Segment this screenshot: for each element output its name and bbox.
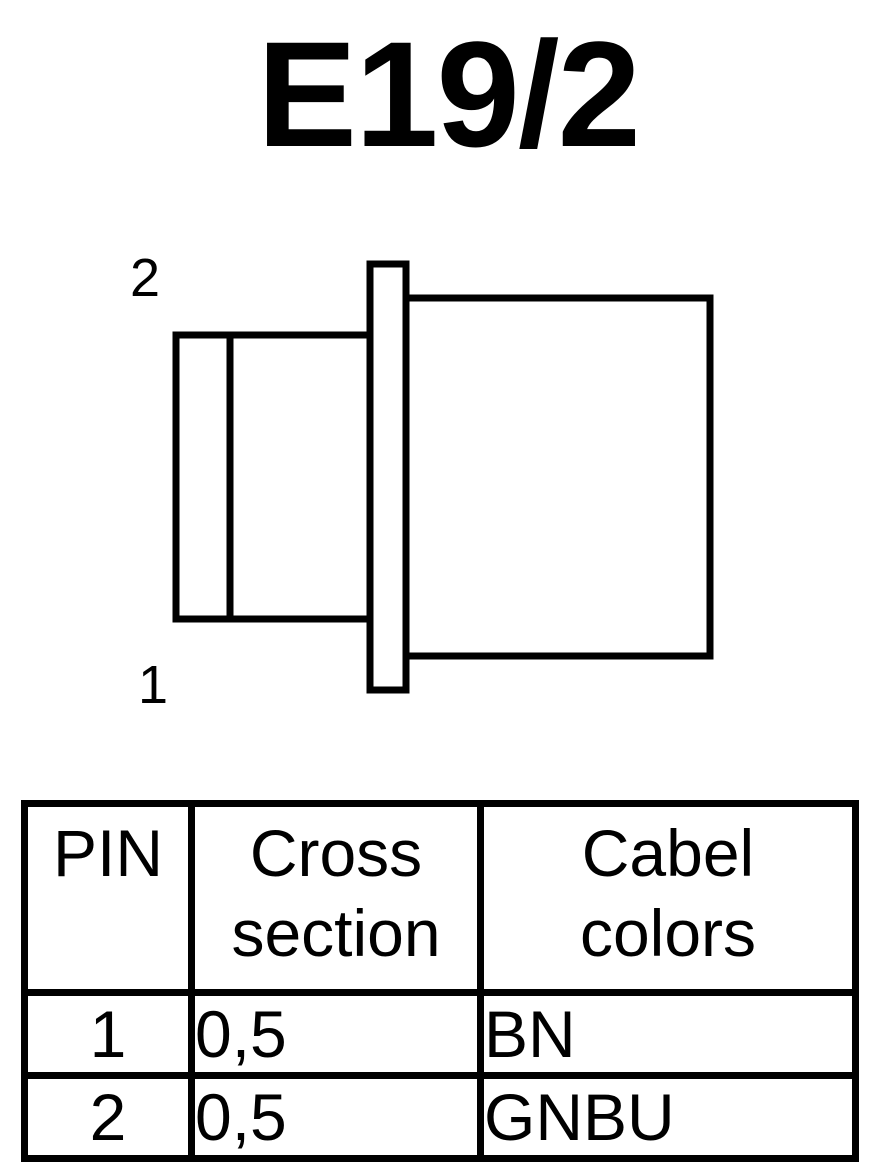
- row-pin: 2: [21, 1072, 195, 1162]
- header-cross-line2: section: [231, 896, 441, 970]
- header-cable-colors: Cabel colors: [477, 800, 859, 996]
- table-row: 2 0,5 GNBU: [21, 1072, 859, 1162]
- header-pin: PIN: [21, 800, 195, 996]
- pin-label-top: 2: [130, 248, 160, 308]
- row-cable-color: BN: [477, 989, 859, 1079]
- connector-diagram: 2 1: [130, 248, 714, 715]
- row-cross-section: 0,5: [188, 989, 484, 1079]
- plug-front-body: [172, 331, 374, 623]
- pin-label-bottom: 1: [138, 655, 168, 715]
- connector-flange: [366, 260, 410, 694]
- pin-table: PIN Cross section Cabel colors 1 0,5 BN …: [21, 800, 859, 1162]
- header-pin-label: PIN: [52, 816, 164, 890]
- connector-housing: [402, 294, 714, 660]
- header-cross-line1: Cross: [249, 816, 423, 890]
- header-cross-section: Cross section: [188, 800, 484, 996]
- header-color-line1: Cabel: [581, 816, 755, 890]
- row-pin: 1: [21, 989, 195, 1079]
- table-header-row: PIN Cross section Cabel colors: [21, 800, 859, 996]
- row-cross-section: 0,5: [188, 1072, 484, 1162]
- row-cable-color: GNBU: [477, 1072, 859, 1162]
- connector-title: E19/2: [257, 10, 641, 178]
- table-row: 1 0,5 BN: [21, 989, 859, 1079]
- header-color-line2: colors: [579, 896, 757, 970]
